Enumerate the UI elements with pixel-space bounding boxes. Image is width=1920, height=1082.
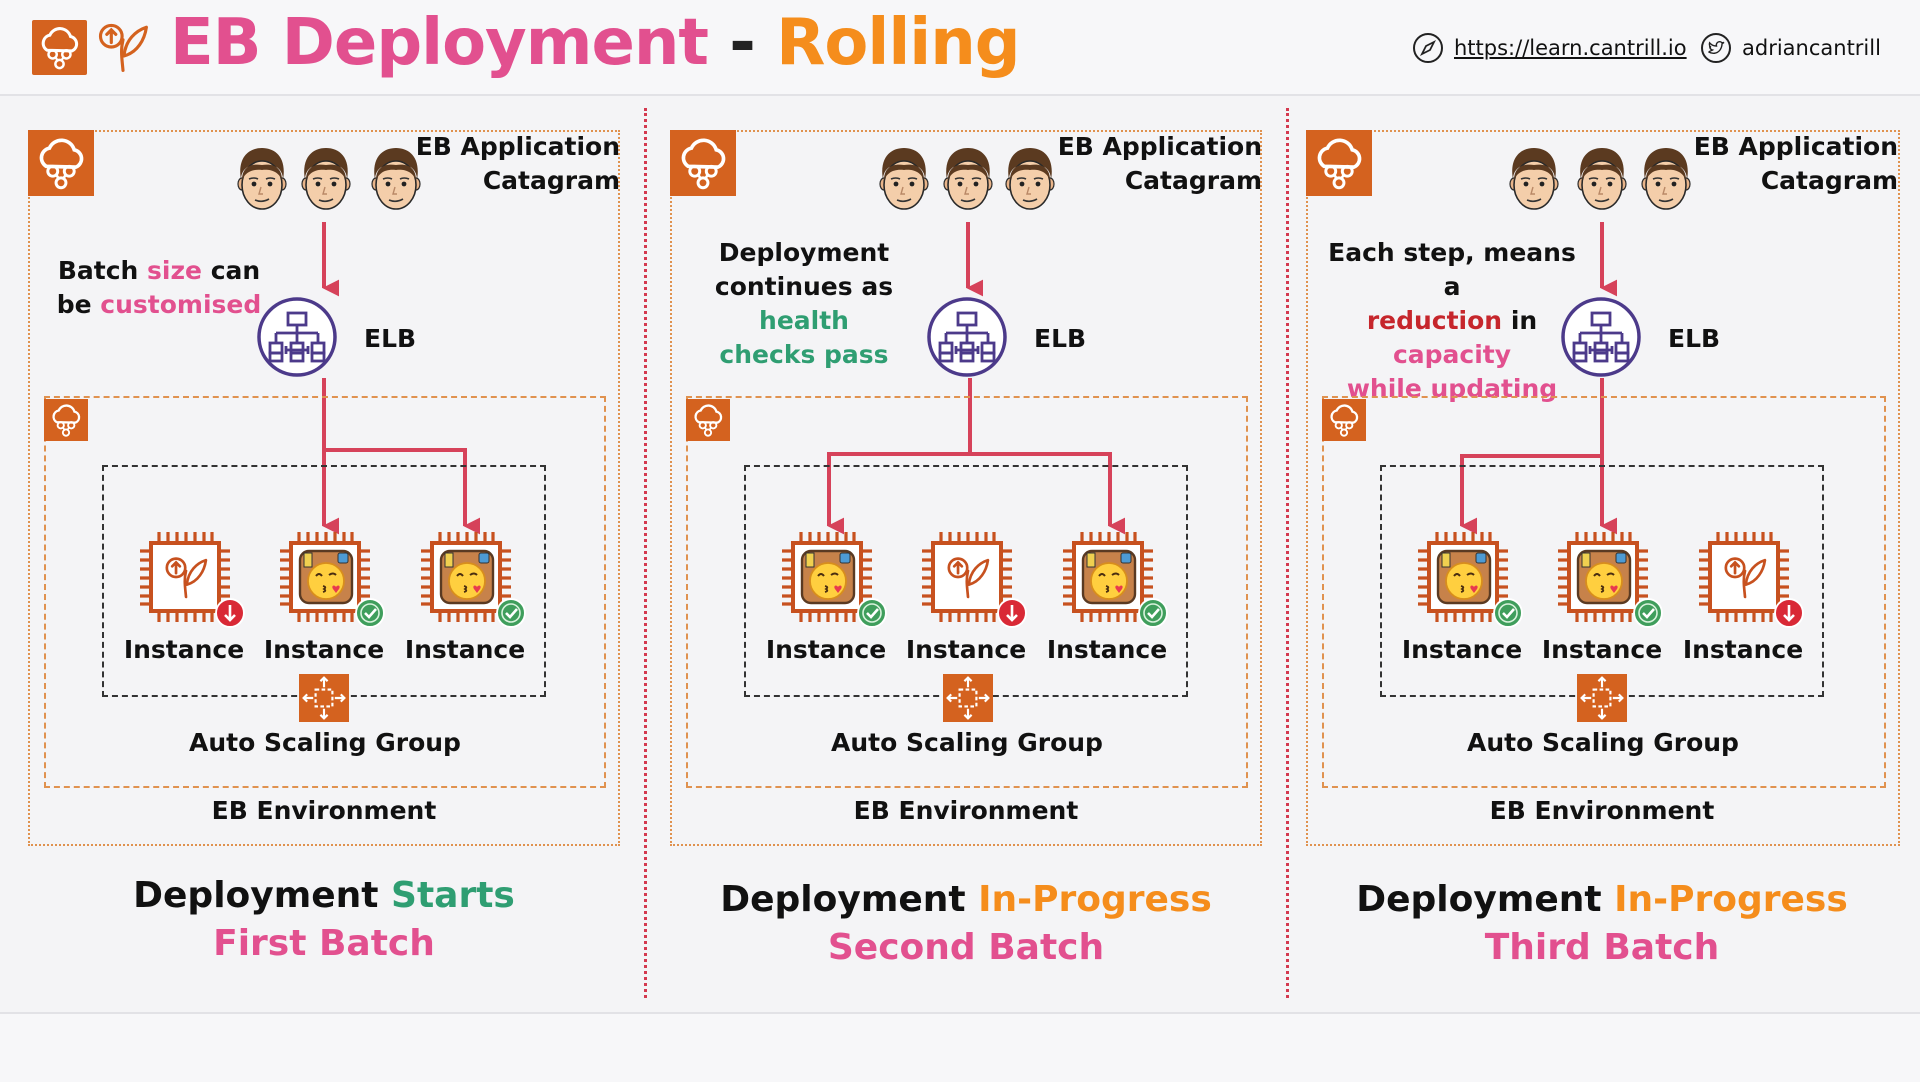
load-balancer-icon bbox=[1560, 296, 1642, 378]
autoscaling-arrows-icon bbox=[299, 674, 349, 722]
load-balancer-icon bbox=[256, 296, 338, 378]
eb-environment-label: EB Environment bbox=[853, 796, 1079, 825]
kissing-face-icon bbox=[298, 549, 354, 605]
cloud-cluster-icon bbox=[32, 20, 87, 75]
instance-new-version: Instance bbox=[1542, 530, 1662, 670]
eb-environment-box bbox=[1306, 130, 1900, 846]
healthy-badge-icon bbox=[857, 598, 887, 628]
elb-label: ELB bbox=[1668, 324, 1721, 353]
panel-divider bbox=[1286, 108, 1289, 998]
traffic-arrows bbox=[1460, 222, 1618, 535]
title-part-2: Rolling bbox=[776, 6, 1020, 80]
twitter-handle[interactable]: adriancantrill bbox=[1742, 36, 1881, 60]
sprout-icon bbox=[163, 554, 209, 600]
page-title: EB Deployment - Rolling bbox=[170, 6, 1021, 80]
healthy-badge-icon bbox=[1493, 598, 1523, 628]
title-part-1: EB Deployment bbox=[170, 6, 709, 80]
website-url[interactable]: https://learn.cantrill.io bbox=[1454, 36, 1687, 60]
website-link[interactable]: https://learn.cantrill.io bbox=[1412, 32, 1687, 64]
eb-environment-label: EB Environment bbox=[211, 796, 437, 825]
asg-label: Auto Scaling Group bbox=[831, 728, 1103, 757]
healthy-badge-icon bbox=[496, 598, 526, 628]
kissing-face-icon bbox=[1576, 549, 1632, 605]
elb-label: ELB bbox=[364, 324, 417, 353]
autoscaling-arrows-icon bbox=[943, 674, 993, 722]
eb-environment-box bbox=[28, 130, 620, 846]
instance-new-version: Instance bbox=[1047, 530, 1167, 670]
cloud-cluster-icon bbox=[1322, 399, 1366, 441]
updating-badge-icon bbox=[997, 598, 1027, 628]
elb-label: ELB bbox=[1034, 324, 1087, 353]
traffic-arrows bbox=[322, 222, 481, 535]
cloud-cluster-icon bbox=[686, 399, 730, 441]
panel-divider bbox=[644, 108, 647, 998]
auto-scaling-group-box bbox=[686, 396, 1248, 788]
sprout-icon bbox=[1722, 554, 1768, 600]
healthy-badge-icon bbox=[355, 598, 385, 628]
twitter-bird-icon bbox=[1701, 33, 1731, 63]
twitter-link[interactable]: adriancantrill bbox=[1700, 32, 1881, 64]
kissing-face-icon bbox=[439, 549, 495, 605]
panel-caption: Deployment In-Progress Third Batch bbox=[1356, 879, 1848, 968]
capacity-note: Each step, means a reduction in capacity… bbox=[1328, 238, 1576, 403]
updating-badge-icon bbox=[1774, 598, 1804, 628]
kissing-face-icon bbox=[1081, 549, 1137, 605]
eb-environment-label: EB Environment bbox=[1489, 796, 1715, 825]
auto-scaling-group-box bbox=[1322, 396, 1886, 788]
cloud-cluster-icon bbox=[1306, 130, 1372, 196]
sprout-icon bbox=[96, 18, 150, 76]
panel-second-batch: EB Application Catagram Deployment conti… bbox=[642, 120, 1282, 1020]
eb-application-label: EB Application Catagram bbox=[1693, 132, 1898, 195]
cloud-cluster-icon bbox=[670, 130, 736, 196]
panel-first-batch: EB Application Catagram Batch size can b… bbox=[0, 120, 640, 1020]
compass-icon bbox=[1413, 33, 1443, 63]
panel-caption: Deployment In-Progress Second Batch bbox=[720, 879, 1212, 968]
cloud-cluster-icon bbox=[28, 130, 94, 196]
sprout-icon bbox=[945, 554, 991, 600]
instance-new-version: Instance bbox=[766, 530, 886, 670]
updating-badge-icon bbox=[215, 598, 245, 628]
traffic-arrows bbox=[827, 222, 1126, 535]
health-checks-note: Deployment continues as health checks pa… bbox=[714, 238, 894, 369]
batch-size-note: Batch size can be customised bbox=[56, 256, 262, 319]
instance-old-version: Instance bbox=[906, 530, 1026, 670]
healthy-badge-icon bbox=[1138, 598, 1168, 628]
title-separator: - bbox=[708, 6, 777, 80]
eb-application-label: EB Application Catagram bbox=[415, 132, 620, 195]
panel-third-batch: EB Application Catagram Each step, means… bbox=[1278, 120, 1918, 1020]
auto-scaling-group-box bbox=[44, 396, 606, 788]
eb-environment-box bbox=[670, 130, 1262, 846]
eb-application-label: EB Application Catagram bbox=[1057, 132, 1262, 195]
footer-bar bbox=[0, 1012, 1920, 1082]
cloud-cluster-icon bbox=[44, 399, 88, 441]
instance-new-version: Instance bbox=[264, 530, 384, 670]
kissing-face-icon bbox=[800, 549, 856, 605]
asg-label: Auto Scaling Group bbox=[189, 728, 461, 757]
healthy-badge-icon bbox=[1633, 598, 1663, 628]
instance-new-version: Instance bbox=[1402, 530, 1522, 670]
asg-label: Auto Scaling Group bbox=[1467, 728, 1739, 757]
kissing-face-icon bbox=[1436, 549, 1492, 605]
instance-new-version: Instance bbox=[405, 530, 525, 670]
instance-old-version: Instance bbox=[1683, 530, 1803, 670]
header-bar: EB Deployment - Rolling https://learn.ca… bbox=[0, 0, 1920, 96]
instance-old-version: Instance bbox=[124, 530, 244, 670]
panel-caption: Deployment Starts First Batch bbox=[133, 875, 515, 964]
autoscaling-arrows-icon bbox=[1577, 674, 1627, 722]
load-balancer-icon bbox=[926, 296, 1008, 378]
